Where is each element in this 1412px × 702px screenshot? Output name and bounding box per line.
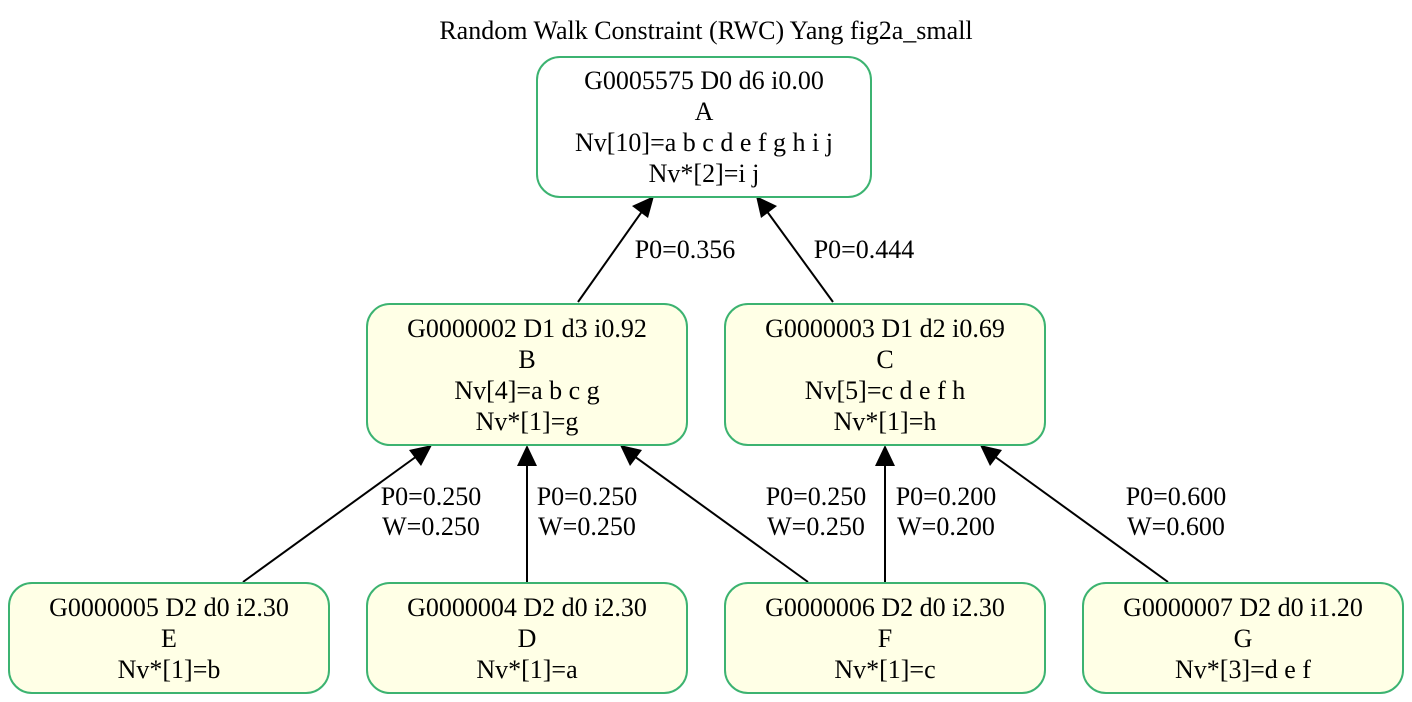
arrowhead-b-to-a xyxy=(632,196,654,218)
arrowhead-e-to-b xyxy=(409,445,432,466)
node-f-id: G0000006 D2 d0 i2.30 xyxy=(765,592,1005,622)
edge-label-g-to-c: P0=0.600 W=0.600 xyxy=(1126,482,1227,542)
node-f-nvstar: Nv*[1]=c xyxy=(834,654,936,684)
edge-label-c-to-a: P0=0.444 xyxy=(814,235,915,265)
edge-label-d-to-b: P0=0.250 W=0.250 xyxy=(537,482,638,542)
edge-c-to-a xyxy=(765,209,834,303)
edge-label-f-to-c: P0=0.200 W=0.200 xyxy=(896,482,997,542)
node-g[interactable]: G0000007 D2 d0 i1.20 G Nv*[3]=d e f xyxy=(1082,582,1404,694)
node-b[interactable]: G0000002 D1 d3 i0.92 B Nv[4]=a b c g Nv*… xyxy=(366,303,688,446)
arrowhead-f-to-c xyxy=(875,445,895,466)
edge-label-e-to-b: P0=0.250 W=0.250 xyxy=(381,482,482,542)
node-c-nv: Nv[5]=c d e f h xyxy=(804,375,966,405)
arrowhead-f-to-b xyxy=(620,445,642,466)
node-a-nv: Nv[10]=a b c d e f g h i j xyxy=(575,128,833,157)
node-c-label: C xyxy=(876,344,894,374)
edge-f-to-b xyxy=(633,455,809,583)
arrowhead-c-to-a xyxy=(756,196,777,218)
node-a-nvstar: Nv*[2]=i j xyxy=(648,159,760,188)
edge-f-to-b-w: W=0.250 xyxy=(767,512,865,541)
node-e[interactable]: G0000005 D2 d0 i2.30 E Nv*[1]=b xyxy=(8,582,330,694)
node-d-id: G0000004 D2 d0 i2.30 xyxy=(407,592,647,622)
diagram-title: Random Walk Constraint (RWC) Yang fig2a_… xyxy=(439,16,973,45)
edge-g-to-c-w: W=0.600 xyxy=(1127,512,1225,541)
edge-e-to-b-p0: P0=0.250 xyxy=(380,482,482,511)
node-f-label: F xyxy=(877,623,893,653)
edge-g-to-c xyxy=(993,455,1169,583)
node-e-label: E xyxy=(161,623,177,653)
edge-e-to-b xyxy=(242,455,418,583)
node-a-label: A xyxy=(694,97,714,126)
node-c-nvstar: Nv*[1]=h xyxy=(833,406,937,436)
node-d-nvstar: Nv*[1]=a xyxy=(476,654,578,684)
node-b-label: B xyxy=(518,344,536,374)
edge-f-to-c-p0: P0=0.200 xyxy=(895,482,997,511)
node-d-label: D xyxy=(517,623,537,653)
node-e-id: G0000005 D2 d0 i2.30 xyxy=(49,592,289,622)
node-a-id: G0005575 D0 d6 i0.00 xyxy=(584,66,824,95)
node-b-id: G0000002 D1 d3 i0.92 xyxy=(407,313,647,343)
edge-b-to-a xyxy=(577,209,644,303)
edge-f-to-c-w: W=0.200 xyxy=(897,512,995,541)
node-c[interactable]: G0000003 D1 d2 i0.69 C Nv[5]=c d e f h N… xyxy=(724,303,1046,446)
node-e-nvstar: Nv*[1]=b xyxy=(117,654,221,684)
edge-e-to-b-w: W=0.250 xyxy=(382,512,480,541)
node-g-label: G xyxy=(1233,623,1253,653)
node-g-nvstar: Nv*[3]=d e f xyxy=(1175,654,1311,684)
edge-d-to-b-w: W=0.250 xyxy=(538,512,636,541)
edge-label-b-to-a: P0=0.356 xyxy=(635,235,736,265)
node-a[interactable]: G0005575 D0 d6 i0.00 A Nv[10]=a b c d e … xyxy=(536,56,872,198)
node-f[interactable]: G0000006 D2 d0 i2.30 F Nv*[1]=c xyxy=(724,582,1046,694)
edge-f-to-b-p0: P0=0.250 xyxy=(765,482,867,511)
edge-d-to-b-p0: P0=0.250 xyxy=(536,482,638,511)
node-b-nv: Nv[4]=a b c g xyxy=(454,375,600,405)
arrowhead-g-to-c xyxy=(980,445,1002,466)
node-c-id: G0000003 D1 d2 i0.69 xyxy=(765,313,1005,343)
edge-c-to-a-p0: P0=0.444 xyxy=(813,235,915,264)
node-d[interactable]: G0000004 D2 d0 i2.30 D Nv*[1]=a xyxy=(366,582,688,694)
node-b-nvstar: Nv*[1]=g xyxy=(475,406,579,436)
node-g-id: G0000007 D2 d0 i1.20 xyxy=(1123,592,1363,622)
arrowhead-d-to-b xyxy=(517,445,537,466)
edge-g-to-c-p0: P0=0.600 xyxy=(1125,482,1227,511)
edge-label-f-to-b: P0=0.250 W=0.250 xyxy=(766,482,867,542)
edge-b-to-a-p0: P0=0.356 xyxy=(634,235,736,264)
